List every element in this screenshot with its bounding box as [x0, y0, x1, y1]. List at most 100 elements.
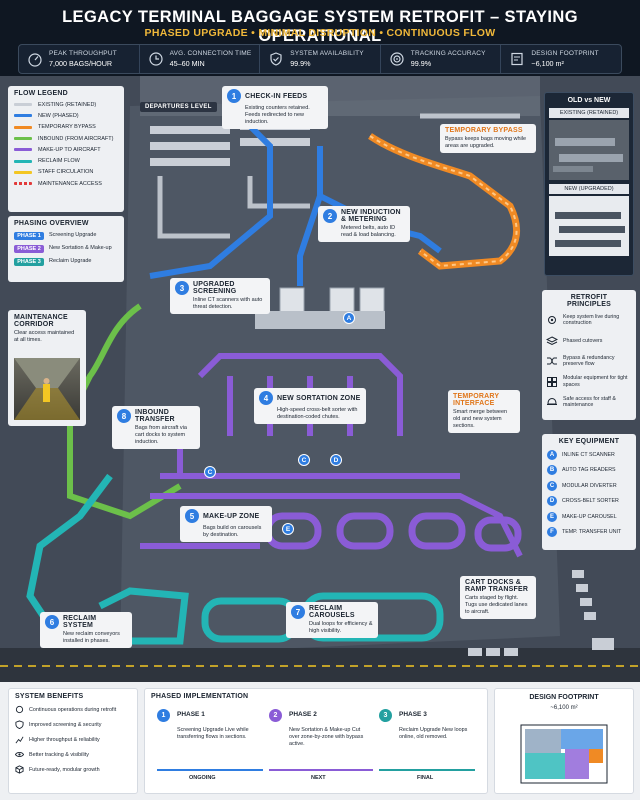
- benefit-label: Future-ready, modular growth: [29, 766, 100, 773]
- callout-body: Inline CT scanners with auto threat dete…: [193, 297, 263, 310]
- module-icon: [547, 376, 557, 387]
- equipment-letter: A: [547, 449, 557, 460]
- phase-name: PHASE 3: [399, 711, 427, 718]
- metric-footprint: DESIGN FOOTPRINT ~6,100 m²: [501, 45, 621, 73]
- page-subtitle: PHASED UPGRADE • MINIMAL DISRUPTION • CO…: [144, 27, 496, 39]
- callout-title: UPGRADED SCREENING: [193, 281, 237, 295]
- principle-item: Keep system live during construction: [542, 310, 636, 331]
- equipment-title: KEY EQUIPMENT: [558, 438, 620, 445]
- old-vs-new-title: OLD vs NEW: [567, 97, 611, 104]
- hardhat-icon: [547, 398, 557, 406]
- phase-description: Reclaim Upgrade New loops online, old re…: [399, 727, 468, 740]
- inbound-conveyor: [67, 303, 182, 520]
- phase-number: 2: [269, 709, 282, 722]
- callout-title: MAKE-UP ZONE: [203, 512, 260, 520]
- equipment-marker-a: A: [343, 312, 355, 324]
- phase-timeline-2: [269, 769, 373, 771]
- existing-system-photo: [549, 120, 629, 180]
- legend-swatch-reclaim: [14, 159, 32, 163]
- phase-badge: PHASE 2: [14, 244, 44, 253]
- phase-label: New Sortation & Make-up: [49, 245, 112, 252]
- metric-label: AVG. CONNECTION TIME: [169, 50, 252, 57]
- benefit-item: Continuous operations during retrofit: [9, 702, 137, 717]
- callout-body: Smart merge between old and new system s…: [453, 409, 508, 429]
- header: LEGACY TERMINAL BAGGAGE SYSTEM RETROFIT …: [0, 0, 640, 76]
- equipment-label: AUTO TAG READERS: [562, 467, 616, 474]
- equipment-label: MODULAR DIVERTER: [562, 482, 617, 489]
- legend-swatch-inbound: [14, 137, 32, 141]
- gear-icon: [548, 316, 556, 325]
- principles-title: RETROFIT PRINCIPLES: [566, 294, 611, 308]
- metric-value: 99.9%: [410, 59, 432, 68]
- callout-title: INBOUND TRANSFER: [135, 409, 175, 423]
- metric-value: ~6,100 m²: [531, 59, 564, 68]
- phasing-title: PHASING OVERVIEW: [14, 220, 89, 227]
- flow-legend: FLOW LEGEND EXISTING (RETAINED) NEW (PHA…: [8, 86, 124, 212]
- make-up-carousels: [264, 512, 522, 552]
- departures-level-tag: DEPARTURES LEVEL: [140, 102, 217, 112]
- maintenance-corridor-panel: MAINTENANCE CORRIDOR Clear access mainta…: [8, 310, 86, 426]
- design-footprint-panel: DESIGN FOOTPRINT ~6,100 m²: [494, 688, 634, 794]
- equipment-letter: C: [547, 480, 557, 491]
- system-benefits-panel: SYSTEM BENEFITS Continuous operations du…: [8, 688, 138, 794]
- target-icon: [390, 52, 404, 66]
- legend-label: NEW (PHASED): [38, 112, 79, 119]
- principle-label: Bypass & redundancy preserve flow: [563, 354, 615, 368]
- callout-number: 6: [45, 615, 59, 629]
- metric-value: 99.9%: [290, 59, 311, 68]
- metric-value: 45–60 MIN: [169, 59, 205, 68]
- legend-item: INBOUND (FROM AIRCRAFT): [8, 133, 124, 144]
- principle-item: Safe access for staff & maintenance: [542, 392, 636, 413]
- callout-body: Bags from aircraft via cart docks to sys…: [135, 425, 187, 445]
- callout-body: Bags build on carousels by destination.: [203, 525, 262, 538]
- callout-title: CART DOCKS & RAMP TRANSFER: [465, 579, 529, 593]
- chart-icon: [15, 736, 24, 744]
- equipment-item: C MODULAR DIVERTER: [542, 478, 636, 494]
- equipment-label: TEMP. TRANSFER UNIT: [562, 529, 622, 536]
- callout-body: High-speed cross-belt sorter with destin…: [277, 407, 358, 420]
- metric-label: DESIGN FOOTPRINT: [531, 50, 599, 57]
- cube-icon: [15, 765, 24, 774]
- legend-swatch-staff: [14, 170, 32, 174]
- legend-swatch-new: [14, 114, 32, 118]
- page-title: LEGACY TERMINAL BAGGAGE SYSTEM RETROFIT …: [62, 8, 578, 45]
- callout-title: NEW INDUCTION & METERING: [341, 209, 401, 223]
- metric-label: TRACKING ACCURACY: [410, 50, 486, 57]
- legend-label: EXISTING (RETAINED): [38, 101, 97, 108]
- benefit-item: Future-ready, modular growth: [9, 762, 137, 777]
- callout-number: 7: [291, 605, 305, 619]
- callout-title: RECLAIM CAROUSELS: [309, 605, 355, 619]
- benefit-item: Improved screening & security: [9, 717, 137, 732]
- callout-body: New reclaim conveyors installed in phase…: [63, 631, 120, 644]
- phase-description: Screening Upgrade Live while transferrin…: [177, 727, 249, 740]
- callout-temporary-interface: TEMPORARY INTERFACE Smart merge between …: [448, 390, 520, 433]
- shield-icon: [15, 720, 24, 729]
- equipment-letter: B: [547, 465, 557, 476]
- footprint-value: ~6,100 m²: [550, 705, 578, 711]
- phase-label: Screening Upgrade: [49, 232, 97, 239]
- callout-number: 2: [323, 209, 337, 223]
- cart-docks: [468, 570, 614, 656]
- callout-number: 3: [175, 281, 189, 295]
- phase-label: Reclaim Upgrade: [49, 258, 92, 265]
- legend-title: FLOW LEGEND: [14, 90, 68, 97]
- callout-title: TEMPORARY INTERFACE: [453, 393, 500, 407]
- new-system-photo: [549, 196, 629, 256]
- phase-status: FINAL: [417, 775, 434, 781]
- ramp-apron: [0, 648, 640, 682]
- loop-icon: [15, 705, 24, 714]
- gauge-icon: [28, 53, 42, 67]
- legend-swatch-maintenance: [14, 182, 32, 186]
- clock-icon: [148, 52, 163, 66]
- callout-title: NEW SORTATION ZONE: [277, 394, 361, 402]
- phased-title: PHASED IMPLEMENTATION: [151, 693, 249, 700]
- phase-name: PHASE 2: [289, 711, 317, 718]
